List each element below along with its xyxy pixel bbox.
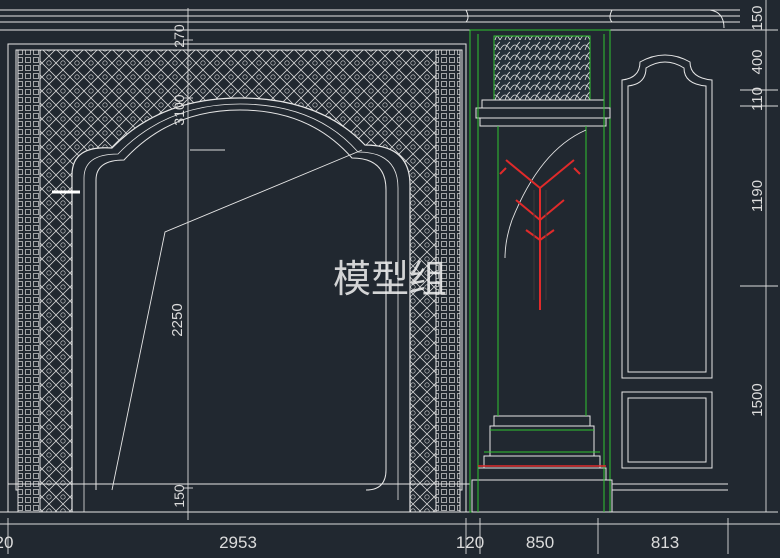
lower-panel [621, 391, 713, 469]
dim-right-110: 110 [749, 87, 766, 111]
right-panels [612, 54, 728, 491]
cornice [0, 9, 740, 31]
column [469, 29, 613, 513]
dim-bottom-20: 20 [0, 533, 13, 552]
section-cut-line [111, 149, 363, 491]
upper-arched-panel [621, 54, 713, 379]
bead-border-right [435, 49, 461, 513]
dim-right-400: 400 [749, 49, 766, 74]
dim-opening: 2250 [169, 303, 186, 336]
right-dimension-line [740, 0, 778, 513]
dim-base: 150 [171, 484, 187, 508]
watermark-text: 模型组 [333, 259, 447, 301]
dim-arch-total: 3100 [171, 94, 187, 125]
dim-bottom-813: 813 [651, 533, 679, 552]
bead-border-left [17, 49, 41, 513]
dim-right-150: 150 [749, 5, 766, 30]
dim-arch-top: 270 [171, 24, 187, 48]
arch-wall [0, 43, 740, 513]
column-shaft [497, 125, 587, 417]
dim-right-1500: 1500 [749, 383, 766, 416]
bottom-dimension-line [0, 518, 780, 554]
dim-bottom-850: 850 [526, 533, 554, 552]
arch-outer [71, 97, 411, 512]
dim-bottom-120: 120 [456, 533, 484, 552]
column-section-curve [504, 129, 587, 259]
arch-dimension-line [183, 8, 225, 520]
column-red-hatch [499, 159, 581, 310]
dim-bottom-2953: 2953 [219, 533, 257, 552]
column-capital [493, 35, 591, 101]
dim-right-1190: 1190 [749, 180, 766, 212]
arch-inner [95, 109, 387, 491]
